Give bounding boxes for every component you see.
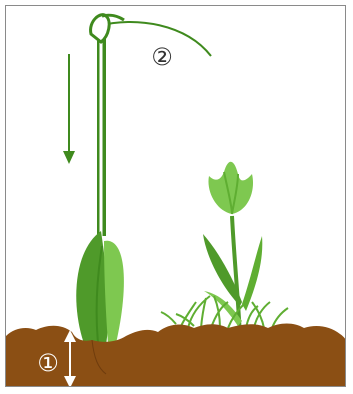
down-arrow-icon [63,54,75,164]
diagram-frame: ② [5,5,346,387]
seedling-icon [76,15,124,371]
bend-step-label: ② [151,43,173,71]
depth-step-label: ① [37,349,59,377]
grass-icon [161,296,288,328]
planting-diagram: ② [6,6,346,387]
